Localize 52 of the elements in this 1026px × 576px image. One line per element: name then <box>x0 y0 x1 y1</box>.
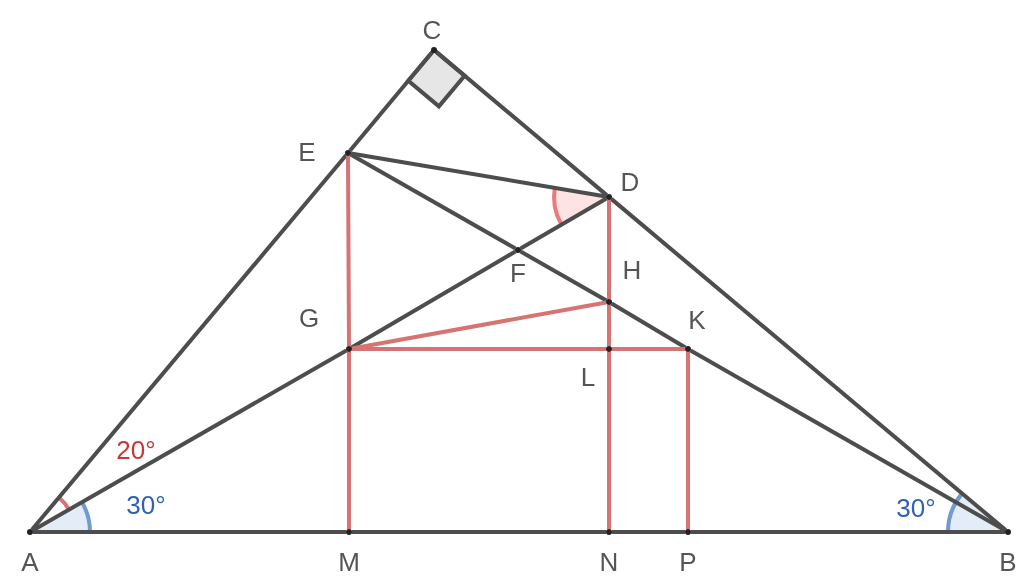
line-segment <box>610 197 1007 532</box>
point-label: D <box>620 169 640 195</box>
point-dot <box>685 529 691 535</box>
point-dot <box>515 247 521 253</box>
point-label: A <box>21 549 39 575</box>
line-segment <box>689 348 1007 533</box>
point-dot <box>606 529 612 535</box>
line-segment <box>352 530 606 534</box>
point-dot <box>1005 529 1011 535</box>
point-label: H <box>622 257 642 283</box>
line-segment <box>607 200 611 299</box>
point-dot <box>346 529 352 535</box>
line-segment <box>607 352 611 529</box>
point-dot <box>346 346 352 352</box>
point-dot <box>27 529 33 535</box>
point-dot <box>606 346 612 352</box>
line-segment <box>610 301 687 350</box>
point-label: K <box>688 307 706 333</box>
point-label: F <box>510 260 526 286</box>
line-segment <box>30 154 348 531</box>
line-segment <box>519 249 608 303</box>
point-dot <box>606 299 612 305</box>
point-label: B <box>999 549 1017 575</box>
line-segment <box>612 347 685 351</box>
line-segment <box>435 50 608 197</box>
line-segment <box>686 352 690 529</box>
line-segment <box>349 152 517 251</box>
point-label: L <box>580 364 596 390</box>
line-segment <box>350 151 607 199</box>
line-segment <box>346 156 351 346</box>
point-label: C <box>422 17 442 43</box>
point-label: M <box>338 549 360 575</box>
angle-label: 30° <box>896 495 936 521</box>
line-segment <box>691 530 1005 534</box>
line-segment <box>347 352 351 529</box>
point-label: N <box>599 549 619 575</box>
line-segment <box>31 348 348 533</box>
line-segment <box>519 196 608 251</box>
angle-label: 30° <box>126 492 166 518</box>
point-label: E <box>298 139 316 165</box>
point-label: P <box>679 549 697 575</box>
point-dot <box>431 47 437 53</box>
angle-label: 20° <box>116 437 156 463</box>
point-dot <box>345 150 351 156</box>
line-segment <box>352 347 606 351</box>
line-segment <box>348 51 434 152</box>
line-segment <box>612 530 685 534</box>
point-label: G <box>298 305 320 331</box>
line-segment <box>607 305 611 346</box>
point-dot <box>606 194 612 200</box>
line-segment <box>33 530 346 534</box>
point-dot <box>685 346 691 352</box>
